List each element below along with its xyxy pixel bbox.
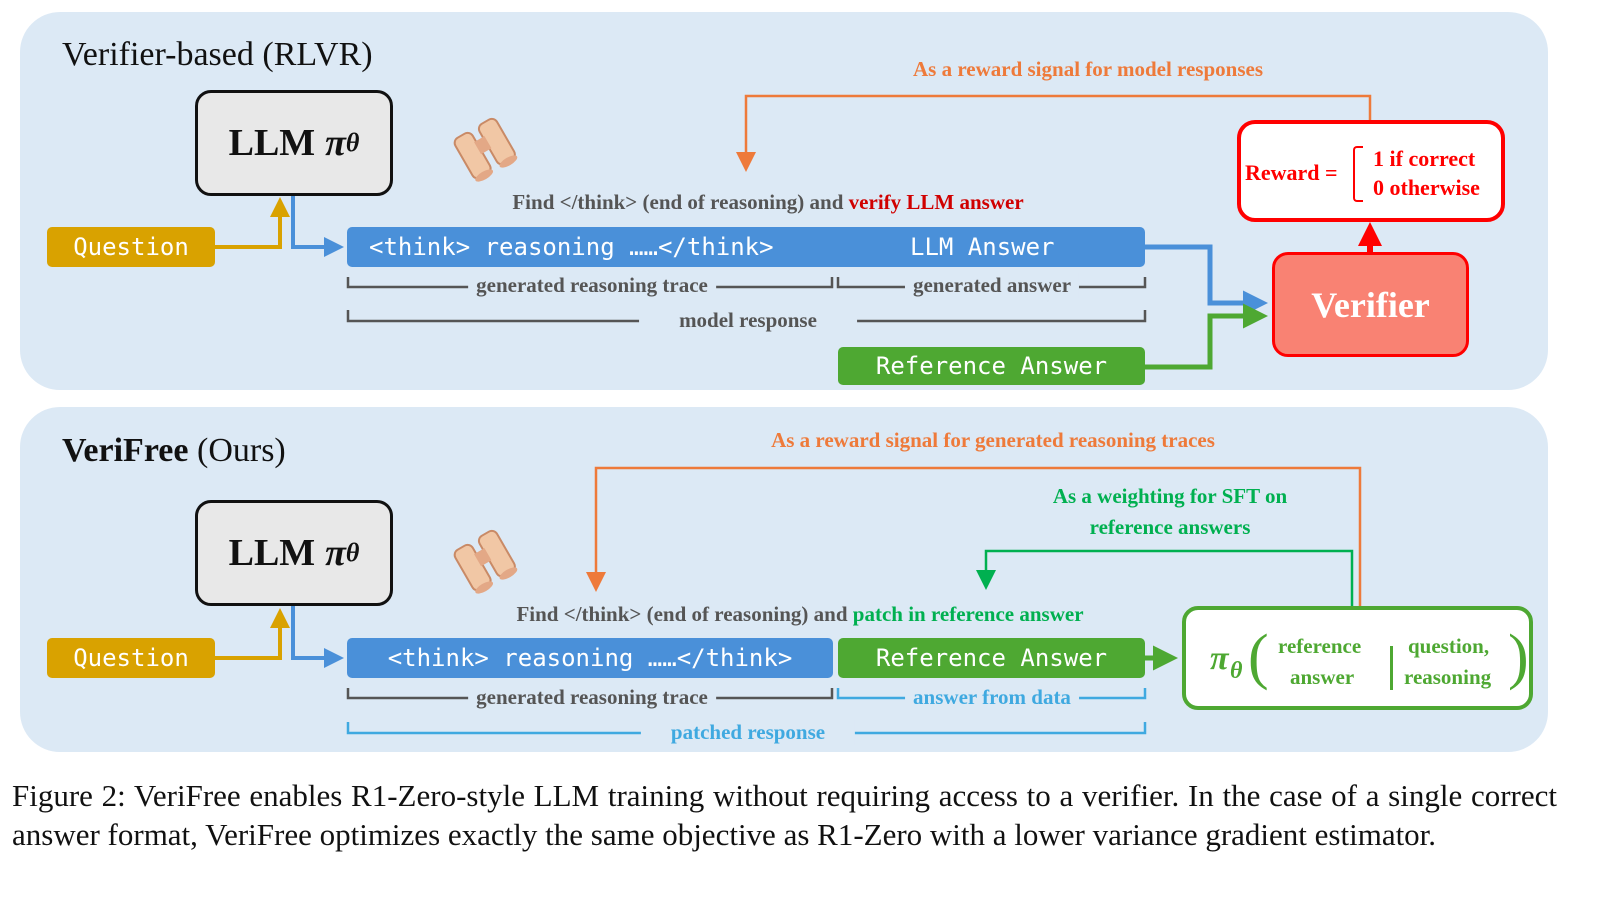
question-box: Question [47, 227, 215, 267]
find-think-label: Find </think> (end of reasoning) and ver… [512, 190, 1023, 215]
formula-reasoning: reasoning [1404, 665, 1492, 689]
right-paren: ) [1508, 623, 1529, 691]
binoculars-icon [453, 529, 518, 594]
formula-answer: answer [1290, 665, 1355, 689]
reference-answer-box: Reference Answer [838, 347, 1145, 385]
reasoning-trace-bracket-label: generated reasoning trace [468, 273, 716, 298]
llm-label: LLM [228, 532, 316, 574]
reference-answer-box-2: Reference Answer [838, 638, 1145, 678]
generated-answer-bracket-label: generated answer [904, 273, 1080, 298]
question-to-llm-arrow [215, 197, 290, 249]
reward-trace-feedback-arrow [586, 466, 1362, 606]
reward-case-otherwise: 0 otherwise [1373, 175, 1480, 200]
reward-feedback-arrow [736, 94, 1372, 172]
verifier-box: Verifier [1272, 252, 1469, 357]
question-box-2: Question [47, 638, 215, 678]
pi-symbol: π [325, 532, 346, 574]
find-think-label-2: Find </think> (end of reasoning) and pat… [516, 602, 1083, 627]
think-bar: <think> reasoning ……</think> [347, 638, 833, 678]
panel-title-verifree: VeriFree (Ours) [62, 432, 286, 470]
figure-caption: Figure 2: VeriFree enables R1-Zero-style… [12, 778, 1557, 852]
theta-symbol: θ [345, 538, 360, 567]
sft-weighting-label-2: reference answers [1089, 515, 1251, 539]
find-prefix: Find </think> (end of reasoning) and [512, 190, 849, 214]
llm-label: LLM [228, 122, 316, 164]
sft-weight-feedback-arrow [976, 549, 1354, 606]
reward-box: Reward = 1 if correct 0 otherwise [1237, 120, 1505, 222]
theta-symbol: θ [345, 128, 360, 157]
reward-label: Reward = [1245, 160, 1338, 185]
patched-response-label: patched response [640, 720, 856, 745]
reasoning-trace-bracket-label-2: generated reasoning trace [468, 685, 716, 710]
sft-weighting-label-1: As a weighting for SFT on [1052, 484, 1288, 508]
reference-to-verifier-arrow [1145, 303, 1268, 370]
reward-signal-label: As a reward signal for model responses [912, 57, 1264, 81]
binoculars-icon [453, 117, 518, 182]
formula-question: question, [1408, 634, 1490, 658]
left-paren: ( [1248, 623, 1269, 691]
think-segment: <think> reasoning ……</think> [369, 233, 774, 261]
conditional-bar [1390, 646, 1393, 690]
find-highlight: verify LLM answer [848, 190, 1024, 214]
panel-title: Verifier-based (RLVR) [62, 36, 373, 73]
answer-from-data-label: answer from data [905, 685, 1079, 710]
question-to-llm-arrow-2 [215, 608, 290, 660]
reward-case-correct: 1 if correct [1373, 146, 1476, 171]
find-highlight: patch in reference answer [852, 602, 1084, 626]
formula-reference: reference [1278, 634, 1362, 658]
brace [1353, 146, 1363, 202]
pi-symbol: π [325, 122, 346, 164]
llm-to-response-arrow [291, 194, 344, 257]
llm-answer-segment: LLM Answer [910, 233, 1055, 261]
title-rest: (Ours) [188, 432, 286, 469]
answer-to-verifier-arrow [1145, 244, 1268, 316]
model-response-bar: <think> reasoning ……</think> LLM Answer [347, 227, 1145, 267]
title-bold: VeriFree [62, 432, 189, 469]
formula-pi: π [1210, 640, 1229, 677]
model-response-bracket-label: model response [639, 308, 857, 333]
formula-theta: θ [1230, 658, 1243, 684]
reward-trace-label: As a reward signal for generated reasoni… [771, 428, 1215, 452]
likelihood-formula-box: π θ ( reference answer question, reasoni… [1182, 606, 1533, 710]
llm-to-response-arrow-2 [291, 605, 344, 668]
find-prefix: Find </think> (end of reasoning) and [516, 602, 853, 626]
